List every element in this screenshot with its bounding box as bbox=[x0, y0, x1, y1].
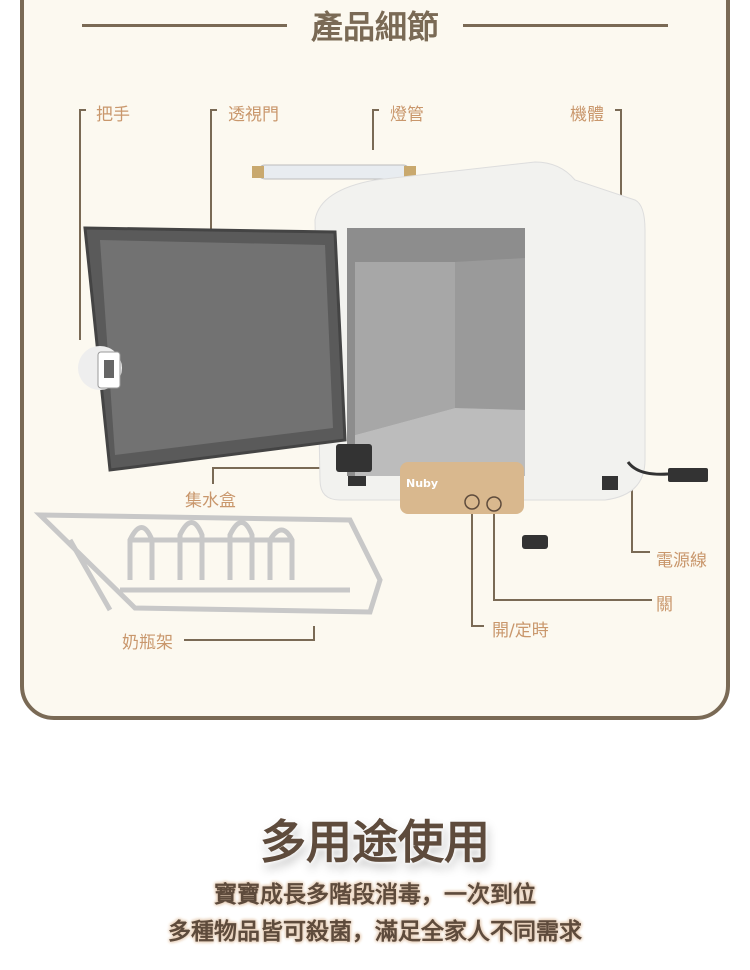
section-title: 產品細節 bbox=[310, 8, 439, 46]
off-button bbox=[486, 496, 502, 512]
label-on-timer: 開/定時 bbox=[492, 621, 549, 641]
title-divider-right bbox=[463, 24, 668, 27]
label-handle: 把手 bbox=[96, 105, 130, 125]
bottle-rack bbox=[33, 512, 383, 615]
lamp-leader bbox=[372, 109, 379, 150]
subtitle-line-2: 多種物品皆可殺菌，滿足全家人不同需求 bbox=[168, 919, 582, 945]
tray-leader bbox=[212, 467, 330, 484]
label-power-cord: 電源線 bbox=[656, 551, 707, 571]
handle-leader bbox=[79, 109, 86, 340]
timer-leader bbox=[471, 508, 484, 627]
label-door: 透視門 bbox=[228, 105, 279, 125]
label-off: 關 bbox=[656, 595, 673, 615]
rack-leader bbox=[184, 626, 315, 641]
timer-knob bbox=[464, 494, 480, 510]
label-drip-tray: 集水盒 bbox=[185, 491, 236, 511]
brand-logo: Nuby bbox=[406, 477, 438, 490]
title-divider-left bbox=[82, 24, 287, 27]
cabinet-body: Nuby bbox=[314, 161, 708, 549]
label-bottle-rack: 奶瓶架 bbox=[122, 633, 173, 653]
power-cord bbox=[626, 461, 708, 476]
uv-lamp bbox=[252, 164, 416, 180]
label-body: 機體 bbox=[570, 105, 604, 125]
heading-multi-use: 多用途使用 bbox=[260, 815, 490, 869]
cord-leader bbox=[631, 480, 650, 553]
sterilizer-illustration: Nuby bbox=[33, 109, 708, 641]
off-leader bbox=[493, 508, 652, 601]
door bbox=[78, 226, 347, 472]
label-lamp: 燈管 bbox=[390, 105, 424, 125]
subtitle-line-1: 寶寶成長多階段消毒，一次到位 bbox=[214, 882, 536, 908]
